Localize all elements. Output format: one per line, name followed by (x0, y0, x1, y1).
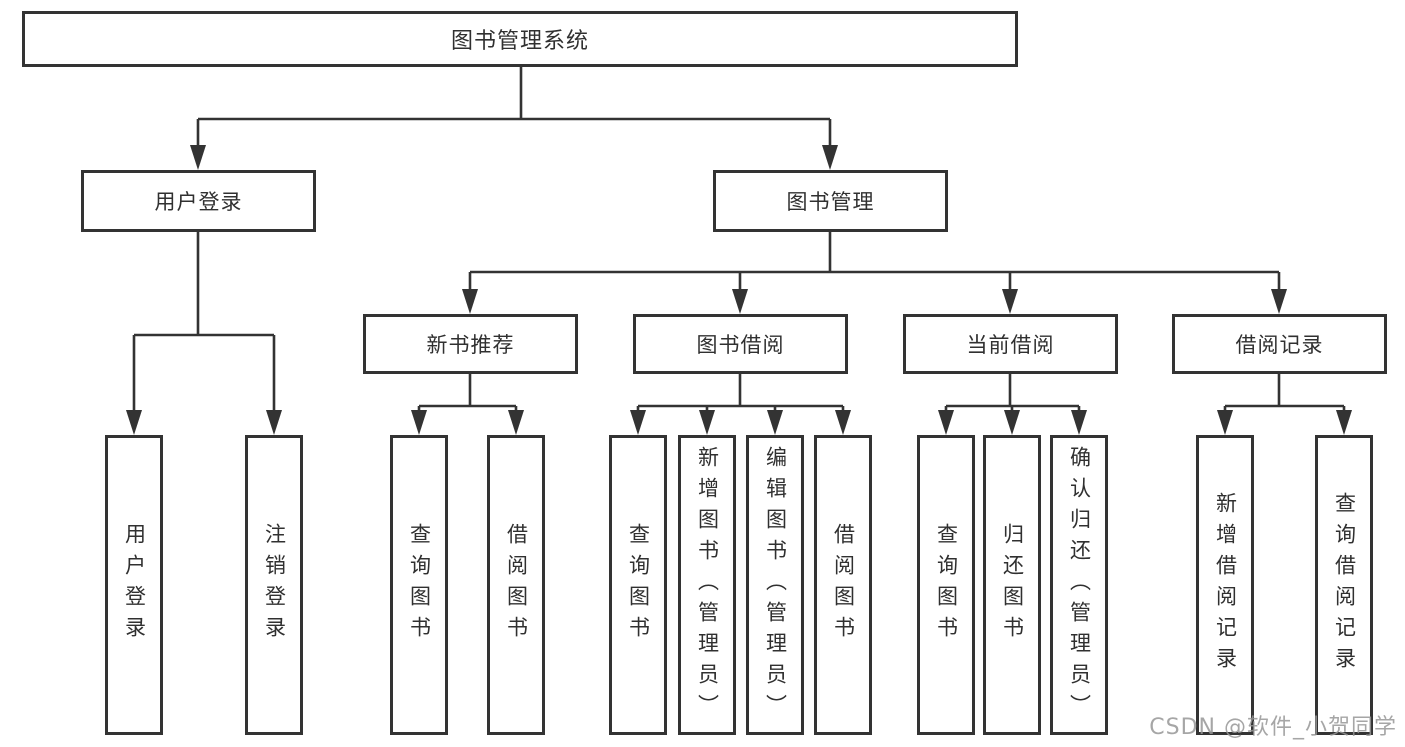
leaf-cb-query-books: 查询图书 (917, 435, 975, 735)
leaf-bb-add-books-admin-label: 新增图书（管理员） (695, 445, 720, 725)
leaf-nb-query-books: 查询图书 (390, 435, 448, 735)
leaf-bb-query-books-label: 查询图书 (626, 523, 651, 647)
node-book-management-label: 图书管理 (786, 190, 875, 214)
node-root-label: 图书管理系统 (450, 29, 589, 54)
node-user-login: 用户登录 (81, 170, 316, 232)
leaf-bb-query-books: 查询图书 (609, 435, 667, 735)
leaf-nb-borrow-books: 借阅图书 (487, 435, 545, 735)
node-current-borrowing-label: 当前借阅 (966, 333, 1055, 357)
leaf-user-logout: 注销登录 (245, 435, 303, 735)
leaf-bb-borrow-books: 借阅图书 (814, 435, 872, 735)
leaf-bb-edit-books-admin-label: 编辑图书（管理员） (763, 445, 788, 725)
node-borrowing-records: 借阅记录 (1172, 314, 1387, 374)
leaf-cb-confirm-return-admin-label: 确认归还（管理员） (1067, 445, 1092, 725)
leaf-br-query-record: 查询借阅记录 (1315, 435, 1373, 735)
node-root-book-management-system: 图书管理系统 (22, 11, 1018, 67)
node-book-borrowing-label: 图书借阅 (696, 333, 785, 357)
leaf-user-login: 用户登录 (105, 435, 163, 735)
leaf-bb-edit-books-admin: 编辑图书（管理员） (746, 435, 804, 735)
leaf-br-add-record-label: 新增借阅记录 (1213, 492, 1238, 678)
leaf-user-login-label: 用户登录 (122, 523, 147, 647)
leaf-bb-add-books-admin: 新增图书（管理员） (678, 435, 736, 735)
node-book-management: 图书管理 (713, 170, 948, 232)
leaf-nb-query-books-label: 查询图书 (407, 523, 432, 647)
node-user-login-label: 用户登录 (154, 190, 243, 214)
leaf-cb-return-books: 归还图书 (983, 435, 1041, 735)
leaf-cb-return-books-label: 归还图书 (1000, 523, 1025, 647)
node-current-borrowing: 当前借阅 (903, 314, 1118, 374)
leaf-bb-borrow-books-label: 借阅图书 (831, 523, 856, 647)
leaf-nb-borrow-books-label: 借阅图书 (504, 523, 529, 647)
leaf-user-logout-label: 注销登录 (262, 523, 287, 647)
node-borrowing-records-label: 借阅记录 (1235, 333, 1324, 357)
node-book-borrowing: 图书借阅 (633, 314, 848, 374)
node-new-book-recommendation: 新书推荐 (363, 314, 578, 374)
watermark: CSDN @软件_小贺同学 (1149, 715, 1397, 740)
leaf-cb-confirm-return-admin: 确认归还（管理员） (1050, 435, 1108, 735)
leaf-br-query-record-label: 查询借阅记录 (1332, 492, 1357, 678)
node-new-book-recommendation-label: 新书推荐 (426, 333, 515, 357)
leaf-cb-query-books-label: 查询图书 (934, 523, 959, 647)
leaf-br-add-record: 新增借阅记录 (1196, 435, 1254, 735)
